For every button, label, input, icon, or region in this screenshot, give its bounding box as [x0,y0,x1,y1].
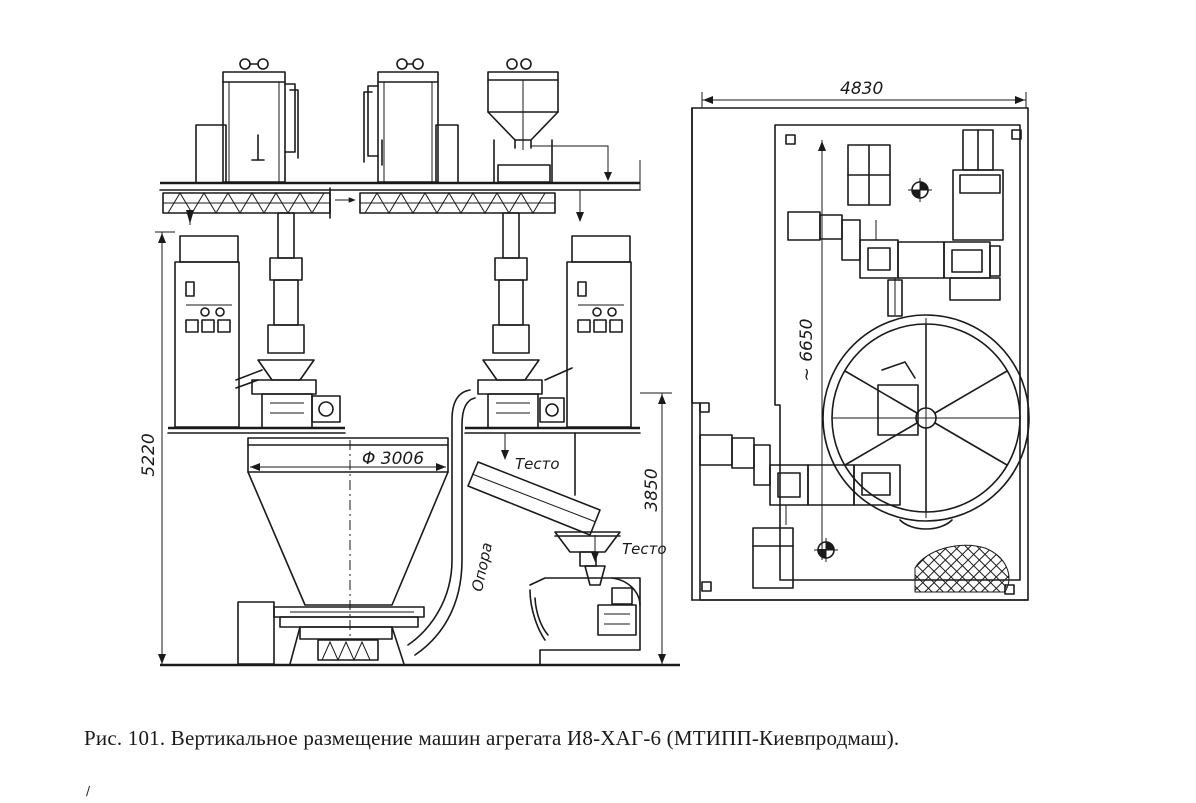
plan-column-marker [785,134,796,145]
support-label: Опора [468,541,496,593]
left-mixer-column [235,212,341,429]
rotary-table [160,601,680,667]
plan-column-marker [1011,129,1022,140]
plan-column-marker [699,402,710,413]
dimension-plan-width: 4830 [701,79,1027,108]
screw-conveyor-right [335,190,584,222]
plan-rotary-wheel [822,278,1030,530]
control-cabinet-right [566,235,632,428]
plan-length-label: ~ 6650 [797,319,817,382]
plan-upper-cabinets [847,129,1004,241]
plan-width-label: 4830 [840,79,883,99]
dough-divider [529,531,641,666]
figure-caption: Рис. 101. Вертикальное размещение машин … [84,726,899,750]
plan-column-marker [701,581,712,592]
plan-view: 4830 ~ 6650 [691,79,1030,601]
height-total-label: 5220 [139,433,159,476]
elevation-view: 5220 3850 Φ 3006 Тесто Тесто Опора [139,58,680,667]
plan-lower-mixer [699,434,901,589]
page-mark: / [86,784,91,798]
plan-floor-outline [691,107,1029,601]
flour-dispenser-hopper [487,58,612,183]
dough-label-upper: Тесто [515,455,560,473]
screw-conveyor-left [162,187,331,225]
dough-chute [467,432,601,536]
height-lower-label: 3850 [642,468,662,511]
right-mixer-column [477,212,573,429]
plan-centre-mark-upper [908,178,932,202]
plan-upper-mixer [787,211,1001,301]
diameter-label: Φ 3006 [362,449,424,469]
dimension-plan-length: ~ 6650 [797,140,826,560]
plan-centre-mark-lower [814,538,838,562]
dimension-height-total: 5220 [139,231,175,665]
dough-label-lower: Тесто [622,540,667,558]
support-pipe [407,389,476,656]
top-platform [159,160,641,191]
control-cabinet-left [174,235,240,428]
mixer-hopper-2 [363,58,459,184]
middle-platform [167,426,641,434]
plan-hatched-area [914,544,1010,593]
mixer-hopper-1 [195,58,299,184]
dimension-height-lower: 3850 [640,392,672,666]
